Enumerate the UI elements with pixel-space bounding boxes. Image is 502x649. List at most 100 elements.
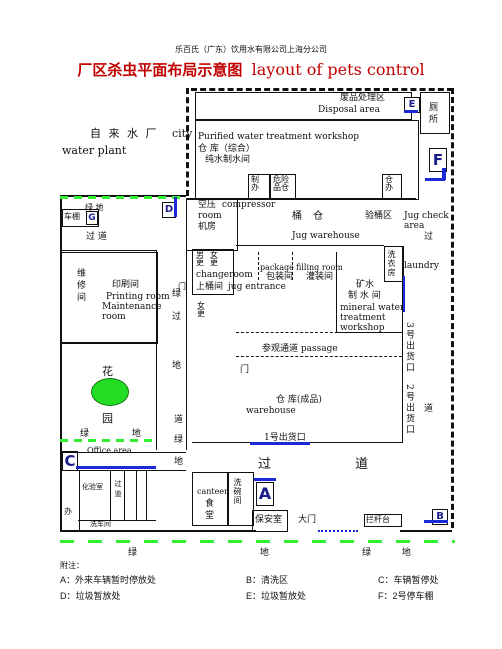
purified-cn2: 纯水制水间 (205, 155, 251, 165)
purified-workshop (195, 120, 419, 200)
ban-room (60, 470, 80, 532)
dao-right: 道 (424, 404, 434, 414)
corridor-di: 地 (172, 361, 182, 371)
bucket-cn: 桶 仓 (292, 211, 328, 222)
toilet-room (420, 92, 450, 134)
female-more: 女更 (197, 301, 205, 318)
city-wall (186, 88, 189, 196)
wash-room (228, 472, 254, 526)
cangban-room (382, 174, 402, 200)
company-name: 乐百氏（广东）饮用水有限公司上海分公司 (175, 45, 327, 54)
filling-divider (292, 252, 293, 280)
title-en: layout of pets control (251, 60, 425, 79)
laundry-en: laundry (404, 261, 439, 271)
wash-gate-label: 洗车间 (90, 520, 111, 528)
legend-B: B：清洗区 (246, 575, 289, 585)
door1-bar (250, 442, 310, 445)
compressor-room (186, 199, 238, 251)
marker-C-bar (76, 466, 156, 469)
title-cn: 厂区杀虫平面布局示意图 (77, 61, 243, 79)
maintenance-en1: Maintenance (102, 302, 162, 312)
garden-shrub (91, 378, 129, 406)
passage-wall-2 (236, 356, 402, 357)
office-div4 (146, 470, 147, 520)
compressor-en: compressor (222, 200, 276, 210)
west-wall (60, 195, 62, 530)
corridor-wall-left (156, 250, 157, 450)
row-divider (186, 198, 416, 199)
office-inner (60, 470, 186, 471)
female-change: 女更 (210, 250, 218, 267)
gate-label: 大门 (298, 515, 317, 525)
maintenance-en2: room (102, 312, 126, 322)
changeroom-block (192, 249, 234, 295)
hazard-label: 危险品仓 (273, 175, 289, 192)
bottom-green-right: 绿 地 (362, 548, 425, 558)
city-water-en2: water plant (62, 144, 127, 157)
gate-line (318, 530, 358, 532)
marker-D: D (162, 202, 176, 218)
disposal-label: Disposal area (318, 105, 380, 115)
printing-en: Printing room (106, 292, 170, 302)
flower-cn2: 园 (102, 412, 113, 425)
package-divider (258, 252, 259, 280)
legend-A: A：外来车辆暂时停放处 (60, 575, 157, 585)
guard-label: 保安室 (255, 515, 283, 525)
south-wall-left (60, 530, 256, 532)
corridor-guo: 过 (172, 312, 182, 322)
purified-en: Purified water treatment workshop (198, 132, 359, 142)
green-strip-garden (60, 439, 156, 442)
canteen-room (192, 472, 228, 526)
legend-heading: 附注： (60, 561, 84, 570)
upper-bucket: 上桶间 (196, 282, 224, 292)
zhiban-label: 制办 (251, 175, 259, 192)
garden-green: 绿 地 (80, 429, 161, 439)
green-strip-top (60, 196, 186, 199)
marker-A: A (256, 482, 274, 506)
passage-label: 参观通道 passage (262, 344, 338, 354)
door-label-1: 门 (178, 282, 186, 291)
office-area-label: Office area (87, 446, 132, 455)
compressor-room-en: room (198, 211, 222, 221)
door3-label: 3号出货口 (404, 322, 414, 374)
marker-G: G (86, 211, 98, 225)
door-mid: 门 (240, 365, 250, 375)
mineral-cn2: 制 水 间 (348, 291, 381, 301)
waste-cn: 废品处理区 (340, 93, 386, 103)
garage-room (62, 209, 99, 227)
legend-D: D：垃圾暂放处 (60, 591, 121, 601)
corridor-top-green: 绿 地 (85, 203, 104, 212)
guo-right: 过 (424, 232, 434, 242)
package-en: package (260, 263, 294, 272)
marker-F: F (429, 148, 447, 172)
legend-E: E：垃圾暂放处 (246, 591, 307, 601)
flower-cn1: 花 (102, 365, 113, 378)
warehouse-en: warehouse (246, 406, 296, 416)
changeroom-en: changeroom (196, 270, 253, 280)
corridor-lv: 绿 (172, 289, 182, 299)
toilet-label: 厕所 (427, 102, 437, 126)
mineral-en1: mineral water (340, 303, 405, 313)
package-cn: 包装间 (266, 272, 294, 282)
marker-F-bar2 (425, 178, 445, 181)
jug-check-en1: Jug check (404, 211, 449, 221)
city-water-en1: city (172, 127, 193, 140)
male-change: 男更 (196, 250, 204, 267)
ban-label: 办 (64, 507, 72, 516)
office-div3 (136, 470, 137, 520)
filling-en: filling room (296, 263, 343, 272)
barrier-box (364, 514, 402, 527)
mineral-en3: workshop (340, 323, 385, 333)
corridor-dao: 道 (174, 415, 184, 425)
zhiban-room (248, 174, 270, 200)
office-top (60, 452, 186, 453)
west-divider1 (60, 250, 156, 251)
jug-check-en2: area (404, 221, 425, 231)
bucket-en: Jug warehouse (292, 231, 360, 241)
passage-wall (236, 332, 402, 333)
mineral-cn1: 矿水 (356, 280, 375, 290)
wash-label: 洗碗间 (233, 478, 242, 505)
corridor-di2: 地 (174, 457, 184, 467)
warehouse-right (402, 246, 403, 443)
jifang-label: 机房 (198, 222, 217, 232)
